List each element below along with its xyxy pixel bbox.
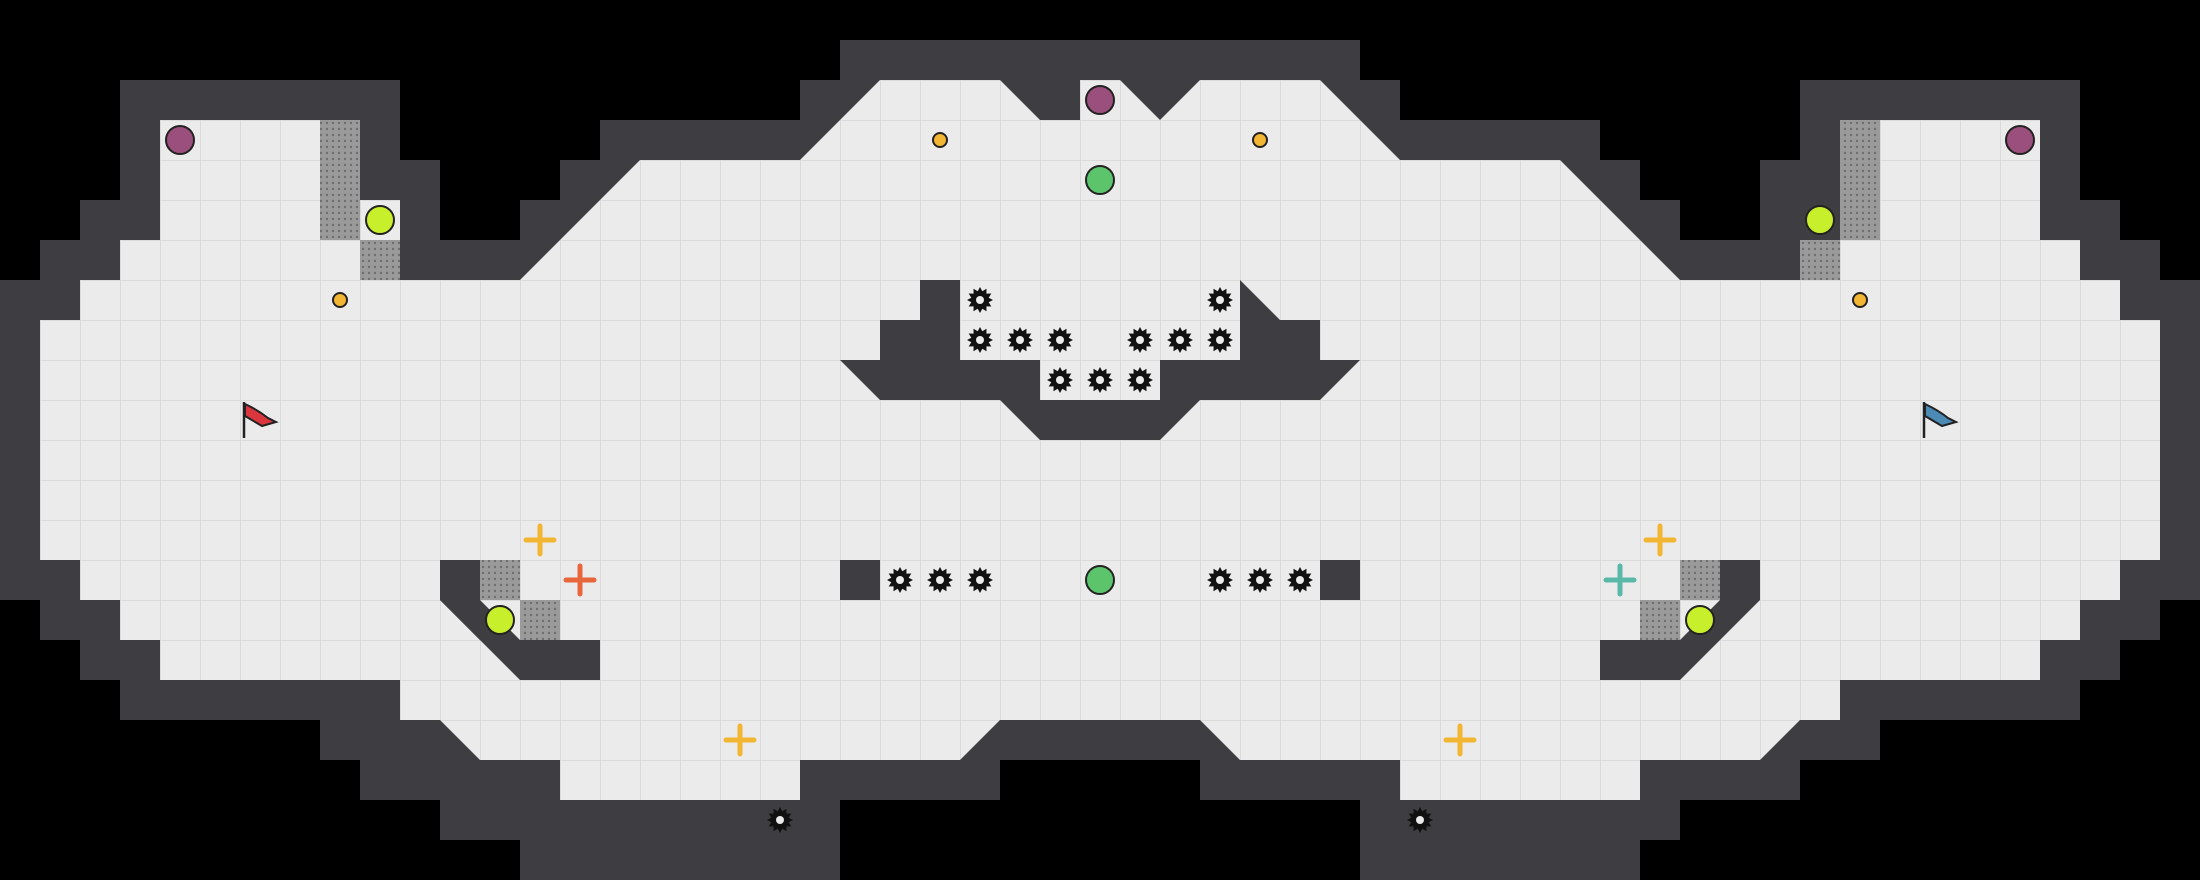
spike-mine-center <box>1296 576 1304 584</box>
spike-mine-center <box>1216 296 1224 304</box>
spike-mine-center <box>976 576 984 584</box>
teal-portal-arrows-icon[interactable] <box>1603 563 1637 597</box>
spike-mine-center <box>1056 336 1064 344</box>
spike-mine-center <box>1256 576 1264 584</box>
red-flag-icon[interactable] <box>242 402 279 438</box>
spike-mine-center <box>1016 336 1024 344</box>
spike-mine-center <box>1136 336 1144 344</box>
spike-mine-center <box>1096 376 1104 384</box>
spike-mine-center <box>896 576 904 584</box>
lime-boost-pad-icon[interactable] <box>365 205 1835 635</box>
spike-mine-center <box>1056 376 1064 384</box>
purple-bomb-icon[interactable] <box>165 85 2035 155</box>
spike-mine-icon <box>767 287 1433 833</box>
spike-mine-center <box>976 336 984 344</box>
spike-mine-center <box>936 576 944 584</box>
spike-mine-center <box>1136 376 1144 384</box>
green-gate-toggle-icon[interactable] <box>1085 165 1115 595</box>
yellow-button-icon[interactable] <box>332 132 1868 308</box>
spike-mine-center <box>1176 336 1184 344</box>
spike-mine-center <box>1416 816 1424 824</box>
spike-mine-center <box>1216 336 1224 344</box>
spike-mine-center <box>776 816 784 824</box>
speed-tile-icon <box>320 120 1880 640</box>
yellow-powerup-icon[interactable] <box>523 523 1677 757</box>
blue-flag-icon[interactable] <box>1922 402 1959 438</box>
spike-mine-center <box>1216 576 1224 584</box>
red-portal-arrows-icon[interactable] <box>563 563 597 597</box>
spike-mine-center <box>976 296 984 304</box>
